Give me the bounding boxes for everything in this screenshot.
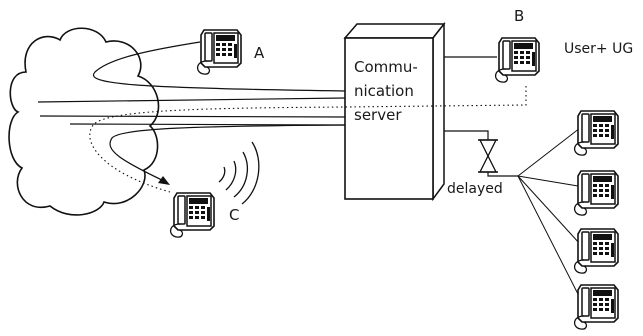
phone-b-icon <box>494 37 540 83</box>
server-label-line-1: Commu- <box>354 58 418 76</box>
network-cloud <box>8 27 160 216</box>
ringing-waves-icon <box>218 141 260 205</box>
hourglass-icon <box>478 139 498 173</box>
communication-server <box>343 21 446 202</box>
phone-a-icon <box>196 29 242 75</box>
phone-b-label: B <box>514 7 524 25</box>
line-to-delay <box>444 130 489 140</box>
phone-c-label: C <box>229 206 239 224</box>
group-phone-4-icon <box>573 284 619 330</box>
user-group-fan-lines <box>517 127 581 299</box>
group-phone-1-icon <box>573 110 619 156</box>
line-to-phone-c <box>109 124 346 183</box>
group-phone-3-icon <box>573 228 619 274</box>
line-phone-a <box>93 41 346 92</box>
trunk-line-1 <box>37 97 346 103</box>
dotted-call-path <box>89 86 527 193</box>
arrow-head-icon <box>158 176 170 185</box>
phone-c-icon <box>169 192 215 238</box>
server-label-line-2: nication <box>354 82 414 100</box>
user-ug-label: User+ UG <box>564 41 633 57</box>
trunk-line-2 <box>39 115 346 118</box>
server-label-line-3: server <box>354 106 402 124</box>
phone-a-label: A <box>254 44 265 62</box>
line-delay-to-split <box>487 172 518 177</box>
delayed-label: delayed <box>447 181 503 197</box>
group-phone-2-icon <box>573 170 619 216</box>
